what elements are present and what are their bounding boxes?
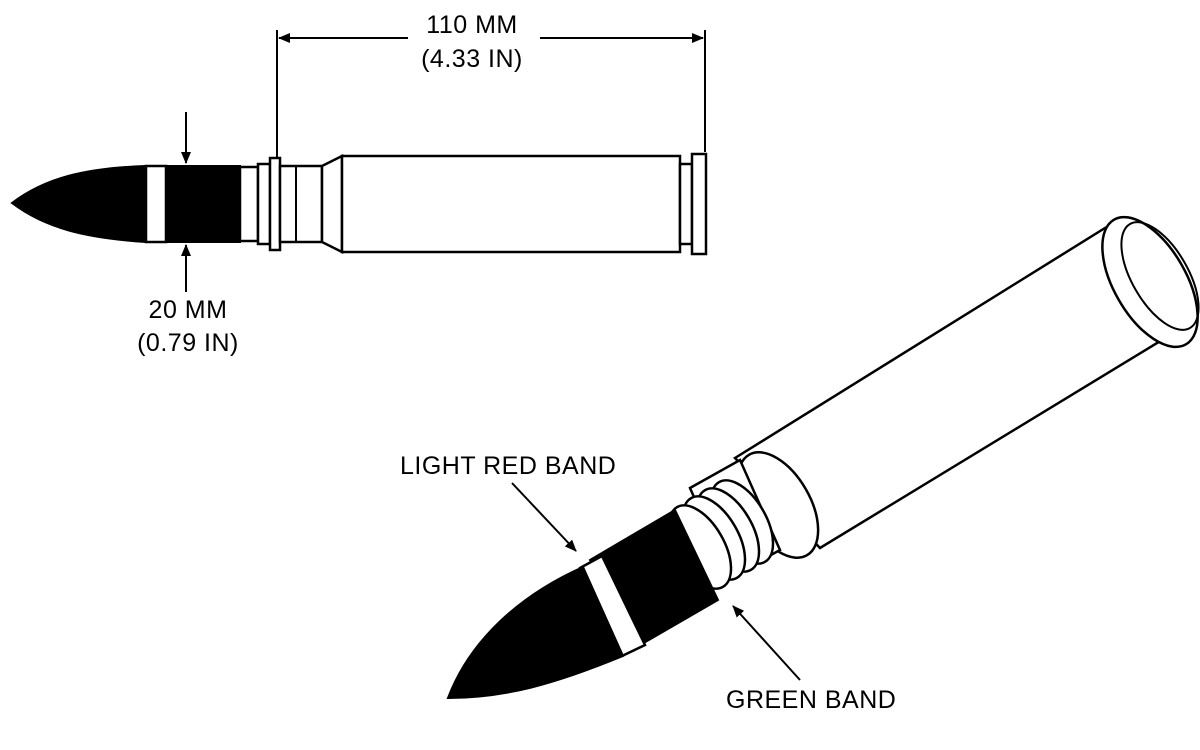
- side-view-extractor-groove: [678, 162, 694, 246]
- side-view-case-body: [340, 154, 682, 254]
- iso-case-rim: [1101, 215, 1199, 349]
- diameter-in-label: (0.79 IN): [137, 329, 239, 357]
- length-dimension: 110 MM (4.33 IN): [276, 11, 706, 158]
- side-view-case-shoulder: [320, 153, 344, 255]
- side-view-case-rim: [690, 152, 708, 256]
- side-view-cartridge: [10, 152, 708, 256]
- isometric-cartridge: [446, 215, 1200, 700]
- green-band-callout: GREEN BAND: [726, 605, 896, 714]
- light-red-band-callout: LIGHT RED BAND: [400, 452, 616, 552]
- iso-rim-inner: [1120, 221, 1200, 331]
- iso-projectile-nose: [446, 565, 625, 700]
- side-view-projectile-nose: [10, 164, 147, 244]
- green-band-leader: [732, 605, 801, 681]
- length-mm-label: 110 MM: [426, 11, 517, 39]
- diameter-dimension: 20 MM (0.79 IN): [137, 112, 239, 357]
- green-band-label: GREEN BAND: [726, 686, 896, 714]
- diameter-mm-label: 20 MM: [149, 296, 228, 324]
- side-view-rotating-ring: [268, 156, 282, 252]
- side-view-projectile-body: [165, 165, 241, 243]
- light-red-band-leader: [511, 482, 577, 552]
- length-in-label: (4.33 IN): [421, 45, 523, 73]
- light-red-band-label: LIGHT RED BAND: [400, 452, 616, 480]
- side-view-rotating-band: [256, 162, 272, 246]
- side-view-green-band: [238, 165, 260, 243]
- side-view-case-neck: [278, 164, 324, 244]
- side-view-light-band: [144, 164, 168, 244]
